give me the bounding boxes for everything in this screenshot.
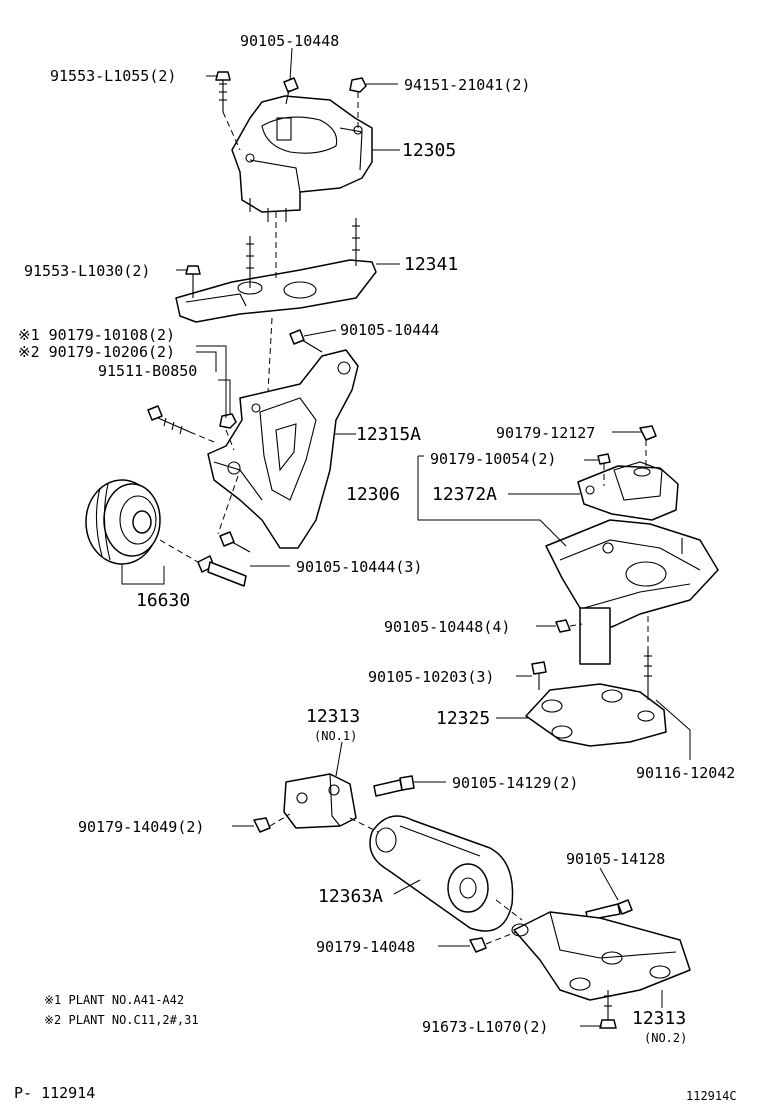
plant-notes: ※1 PLANT NO.A41-A42 ※2 PLANT NO.C11,2#,3… — [44, 993, 199, 1027]
label-90179-10108: ※1 90179-10108(2) — [18, 326, 175, 344]
bolt-90105-10203 — [531, 661, 547, 690]
label-90105-10448-top: 90105-10448 — [240, 32, 339, 50]
nut-94151-21041 — [349, 77, 367, 128]
note-plant-2: ※2 PLANT NO.C11,2#,31 — [44, 1013, 199, 1027]
label-90179-14049: 90179-14049(2) — [78, 818, 204, 836]
bolt-91673-L1070 — [599, 990, 617, 1029]
footer: P- 112914 112914C — [14, 1084, 737, 1103]
label-12341: 12341 — [404, 254, 458, 275]
label-12306: 12306 — [346, 484, 400, 505]
label-90105-10444-3: 90105-10444(3) — [296, 558, 422, 576]
part-12325-bracket — [525, 683, 667, 747]
label-91553-L1055: 91553-L1055(2) — [50, 67, 176, 85]
leader-lines — [121, 47, 691, 1027]
bolt-91511-B0850 — [147, 405, 215, 443]
label-90179-14048: 90179-14048 — [316, 938, 415, 956]
label-12363A: 12363A — [318, 886, 383, 907]
label-90179-10054: 90179-10054(2) — [430, 450, 556, 468]
label-90179-10206: ※2 90179-10206(2) — [18, 343, 175, 361]
part-12305-mount-insulator — [231, 95, 373, 222]
label-90105-10448-4: 90105-10448(4) — [384, 618, 510, 636]
label-94151-21041: 94151-21041(2) — [404, 76, 530, 94]
label-12313-no2-sub: (NO.2) — [644, 1031, 687, 1045]
part-labels: 90105-10448 91553-L1055(2) 94151-21041(2… — [18, 32, 735, 1045]
bolt-91553-L1030 — [185, 265, 201, 298]
page-reference: P- 112914 — [14, 1084, 95, 1102]
bolt-90105-14129 — [373, 775, 415, 797]
label-90105-14128: 90105-14128 — [566, 850, 665, 868]
label-90116-12042: 90116-12042 — [636, 764, 735, 782]
part-12372A-insulator — [577, 461, 679, 521]
label-91553-L1030: 91553-L1030(2) — [24, 262, 150, 280]
label-90105-10203: 90105-10203(3) — [368, 668, 494, 686]
bolt-pulley — [159, 539, 247, 587]
label-90105-10444: 90105-10444 — [340, 321, 439, 339]
label-12305: 12305 — [402, 140, 456, 161]
label-90105-14129: 90105-14129(2) — [452, 774, 578, 792]
part-12315A-mount-bracket — [207, 349, 359, 549]
label-12313-no1: 12313 — [306, 706, 360, 727]
part-12306-bracket — [545, 519, 719, 665]
bolt-91553-L1055 — [215, 71, 241, 151]
part-12363A-torque-rod — [369, 815, 514, 932]
part-12313-no1-bracket — [283, 773, 357, 829]
label-91511-B0850: 91511-B0850 — [98, 362, 197, 380]
label-91673-L1070: 91673-L1070(2) — [422, 1018, 548, 1036]
label-12325: 12325 — [436, 708, 490, 729]
nut-90179-10054 — [597, 453, 611, 486]
stud-90116-12042 — [644, 616, 652, 700]
nut-90179-12127 — [639, 425, 657, 466]
bolt-90105-10448-top — [283, 77, 299, 105]
part-16630-idler-pulley — [85, 479, 161, 565]
part-12313-no2-bracket — [511, 911, 691, 1001]
note-plant-1: ※1 PLANT NO.A41-A42 — [44, 993, 184, 1007]
nut-90179-10108 — [219, 413, 237, 429]
bolt-90105-14128 — [585, 899, 633, 921]
alignment-lines — [217, 212, 523, 921]
part-12341-bracket — [175, 218, 377, 323]
label-12313-no2: 12313 — [632, 1008, 686, 1029]
nut-90179-14048 — [469, 931, 517, 953]
bolt-90105-10444-3 — [219, 531, 251, 553]
label-12315A: 12315A — [356, 424, 421, 445]
label-16630: 16630 — [136, 590, 190, 611]
figure-id: 112914C — [686, 1089, 737, 1103]
bolt-90105-10444 — [289, 329, 323, 353]
label-12313-no1-sub: (NO.1) — [314, 729, 357, 743]
bolt-90105-10448-4 — [555, 619, 583, 633]
label-90179-12127: 90179-12127 — [496, 424, 595, 442]
label-12372A: 12372A — [432, 484, 497, 505]
nut-90179-14049 — [253, 813, 291, 833]
